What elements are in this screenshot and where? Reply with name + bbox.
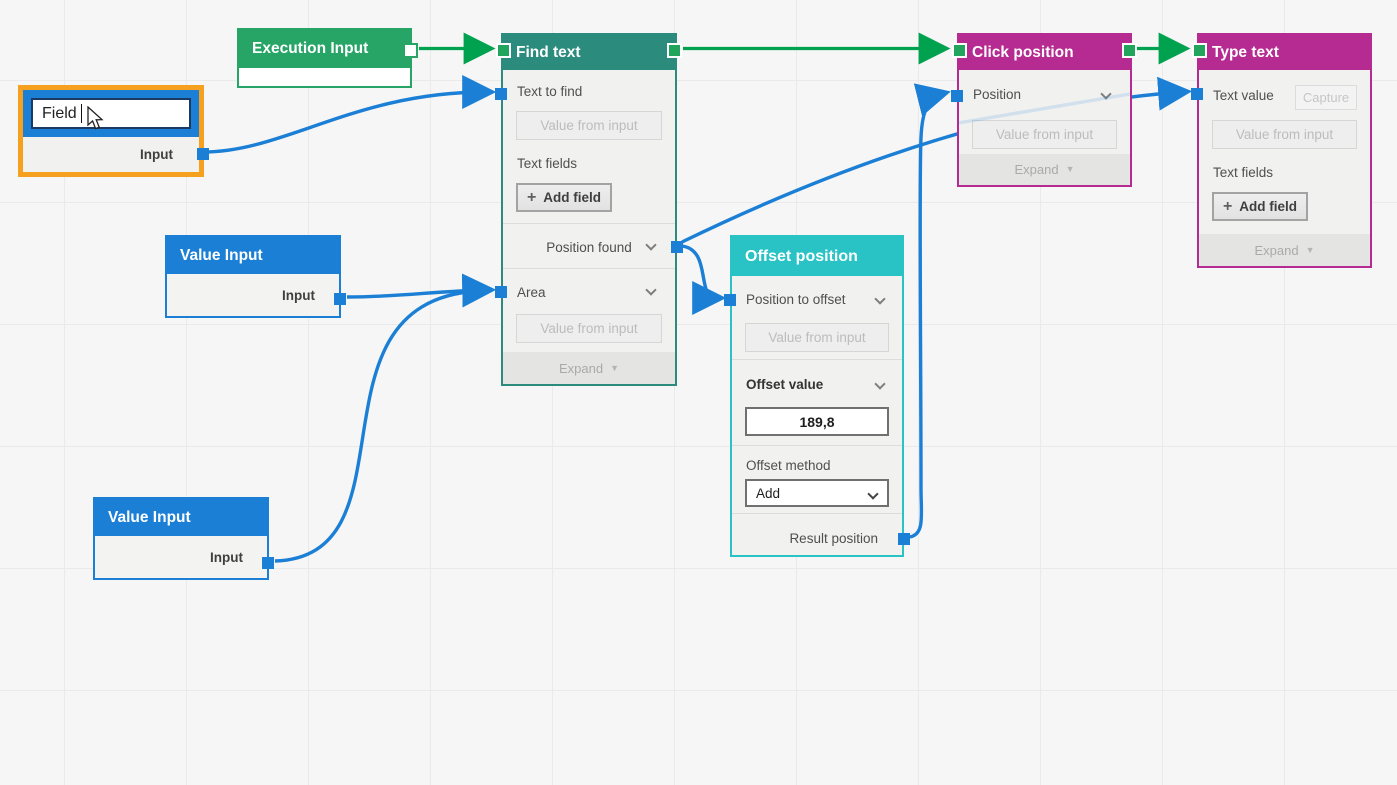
position-value-field: Value from input: [972, 120, 1117, 149]
result-position-label: Result position: [789, 530, 878, 546]
divider: [732, 445, 902, 446]
type-text-exec-input-port[interactable]: [1192, 43, 1207, 58]
offset-value-input[interactable]: 189,8: [745, 407, 889, 436]
node-title: Click position: [972, 43, 1074, 61]
offset-method-label: Offset method: [746, 458, 831, 473]
mouse-cursor: [87, 106, 104, 130]
node-title: Find text: [516, 43, 581, 61]
text-to-find-label: Text to find: [517, 84, 583, 99]
field-input-row: Input: [23, 137, 199, 172]
area-input-port[interactable]: [495, 286, 507, 298]
text-value-input-port[interactable]: [1191, 88, 1203, 100]
value-input-2-output-port[interactable]: [262, 557, 274, 569]
offset-value-label: Offset value: [746, 377, 824, 392]
add-field-button[interactable]: + Add field: [1212, 192, 1308, 221]
node-title: Value Input: [108, 508, 191, 526]
plus-icon: +: [1222, 197, 1233, 215]
node-execution-input[interactable]: Execution Input: [237, 28, 418, 88]
expand-button[interactable]: Expand ▼: [1199, 234, 1370, 266]
position-input-port[interactable]: [951, 90, 963, 102]
node-offset-position[interactable]: Offset position Position to offset Value…: [724, 235, 910, 557]
node-title: Execution Input: [252, 40, 369, 57]
value-input-1-row: Input: [167, 274, 339, 316]
text-fields-label: Text fields: [517, 156, 578, 171]
node-field-input[interactable]: Field Input: [18, 85, 209, 177]
field-output-port[interactable]: [197, 148, 209, 160]
field-input-label: Input: [140, 147, 173, 162]
position-found-row: Position found: [503, 233, 675, 261]
node-type-text-header[interactable]: Type text: [1199, 35, 1370, 70]
node-title: Type text: [1212, 43, 1279, 61]
divider: [732, 513, 902, 514]
value-input-2-label: Input: [210, 549, 243, 565]
node-title: Value Input: [180, 246, 263, 264]
click-position-exec-output-port[interactable]: [1122, 43, 1137, 58]
find-text-exec-output-port[interactable]: [667, 43, 682, 58]
node-title: Offset position: [745, 247, 858, 265]
node-click-position[interactable]: Click position Position Value from input…: [951, 33, 1137, 187]
node-find-text-header[interactable]: Find text: [503, 35, 675, 70]
node-value-input-2-header[interactable]: Value Input: [95, 499, 267, 536]
triangle-down-icon: ▼: [1305, 244, 1315, 255]
position-to-offset-value-field: Value from input: [745, 323, 889, 352]
wire-field-to-texttofind[interactable]: [202, 75, 497, 154]
execution-input-output-port[interactable]: [403, 43, 418, 58]
text-value-label: Text value: [1213, 88, 1274, 103]
text-to-find-input-port[interactable]: [495, 88, 507, 100]
offset-method-select[interactable]: Add: [745, 479, 889, 507]
result-position-row: Result position: [732, 525, 878, 551]
expand-button[interactable]: Expand ▼: [959, 154, 1130, 185]
triangle-down-icon: ▼: [610, 362, 619, 373]
chevron-down-icon[interactable]: [874, 293, 886, 305]
node-click-position-header[interactable]: Click position: [959, 35, 1130, 70]
node-value-input-1-header[interactable]: Value Input: [167, 237, 339, 274]
wire-valueinput2-to-area[interactable]: [274, 289, 479, 563]
area-value-field: Value from input: [516, 314, 662, 343]
node-value-input-2[interactable]: Value Input Input: [93, 497, 274, 580]
value-input-1-label: Input: [282, 287, 315, 303]
position-label: Position: [973, 87, 1022, 102]
node-value-input-1[interactable]: Value Input Input: [165, 235, 346, 318]
position-to-offset-label: Position to offset: [746, 292, 846, 307]
field-name-input[interactable]: Field: [31, 98, 191, 129]
text-fields-label: Text fields: [1213, 165, 1274, 180]
result-position-output-port[interactable]: [898, 533, 910, 545]
field-name-value: Field: [42, 104, 77, 122]
value-input-1-output-port[interactable]: [334, 293, 346, 305]
click-position-exec-input-port[interactable]: [952, 43, 967, 58]
divider: [503, 223, 675, 224]
position-to-offset-input-port[interactable]: [724, 294, 736, 306]
add-field-button[interactable]: + Add field: [516, 183, 612, 212]
value-input-2-row: Input: [95, 536, 267, 578]
node-type-text[interactable]: Type text Text value Capture Value from …: [1191, 33, 1372, 268]
wire-resultposition-to-position[interactable]: [909, 83, 951, 539]
find-text-exec-input-port[interactable]: [496, 43, 511, 58]
chevron-down-icon[interactable]: [874, 378, 886, 390]
wire-positionfound-to-offset[interactable]: [681, 244, 727, 315]
divider: [503, 268, 675, 269]
node-execution-input-header[interactable]: Execution Input: [239, 30, 410, 68]
node-find-text[interactable]: Find text Text to find Value from input …: [495, 33, 683, 386]
position-found-output-port[interactable]: [671, 241, 683, 253]
text-value-field: Value from input: [1212, 120, 1357, 149]
chevron-down-icon[interactable]: [1100, 88, 1112, 100]
position-found-label: Position found: [546, 239, 632, 255]
area-label: Area: [517, 285, 546, 300]
plus-icon: +: [526, 188, 537, 206]
text-to-find-value-field: Value from input: [516, 111, 662, 140]
text-caret: [80, 104, 83, 123]
node-offset-position-header[interactable]: Offset position: [732, 237, 902, 276]
capture-button: Capture: [1295, 85, 1357, 110]
triangle-down-icon: ▼: [1065, 164, 1075, 174]
expand-button[interactable]: Expand ▼: [503, 352, 675, 384]
chevron-down-icon[interactable]: [645, 284, 657, 296]
chevron-down-icon: [867, 488, 879, 500]
divider: [732, 359, 902, 360]
